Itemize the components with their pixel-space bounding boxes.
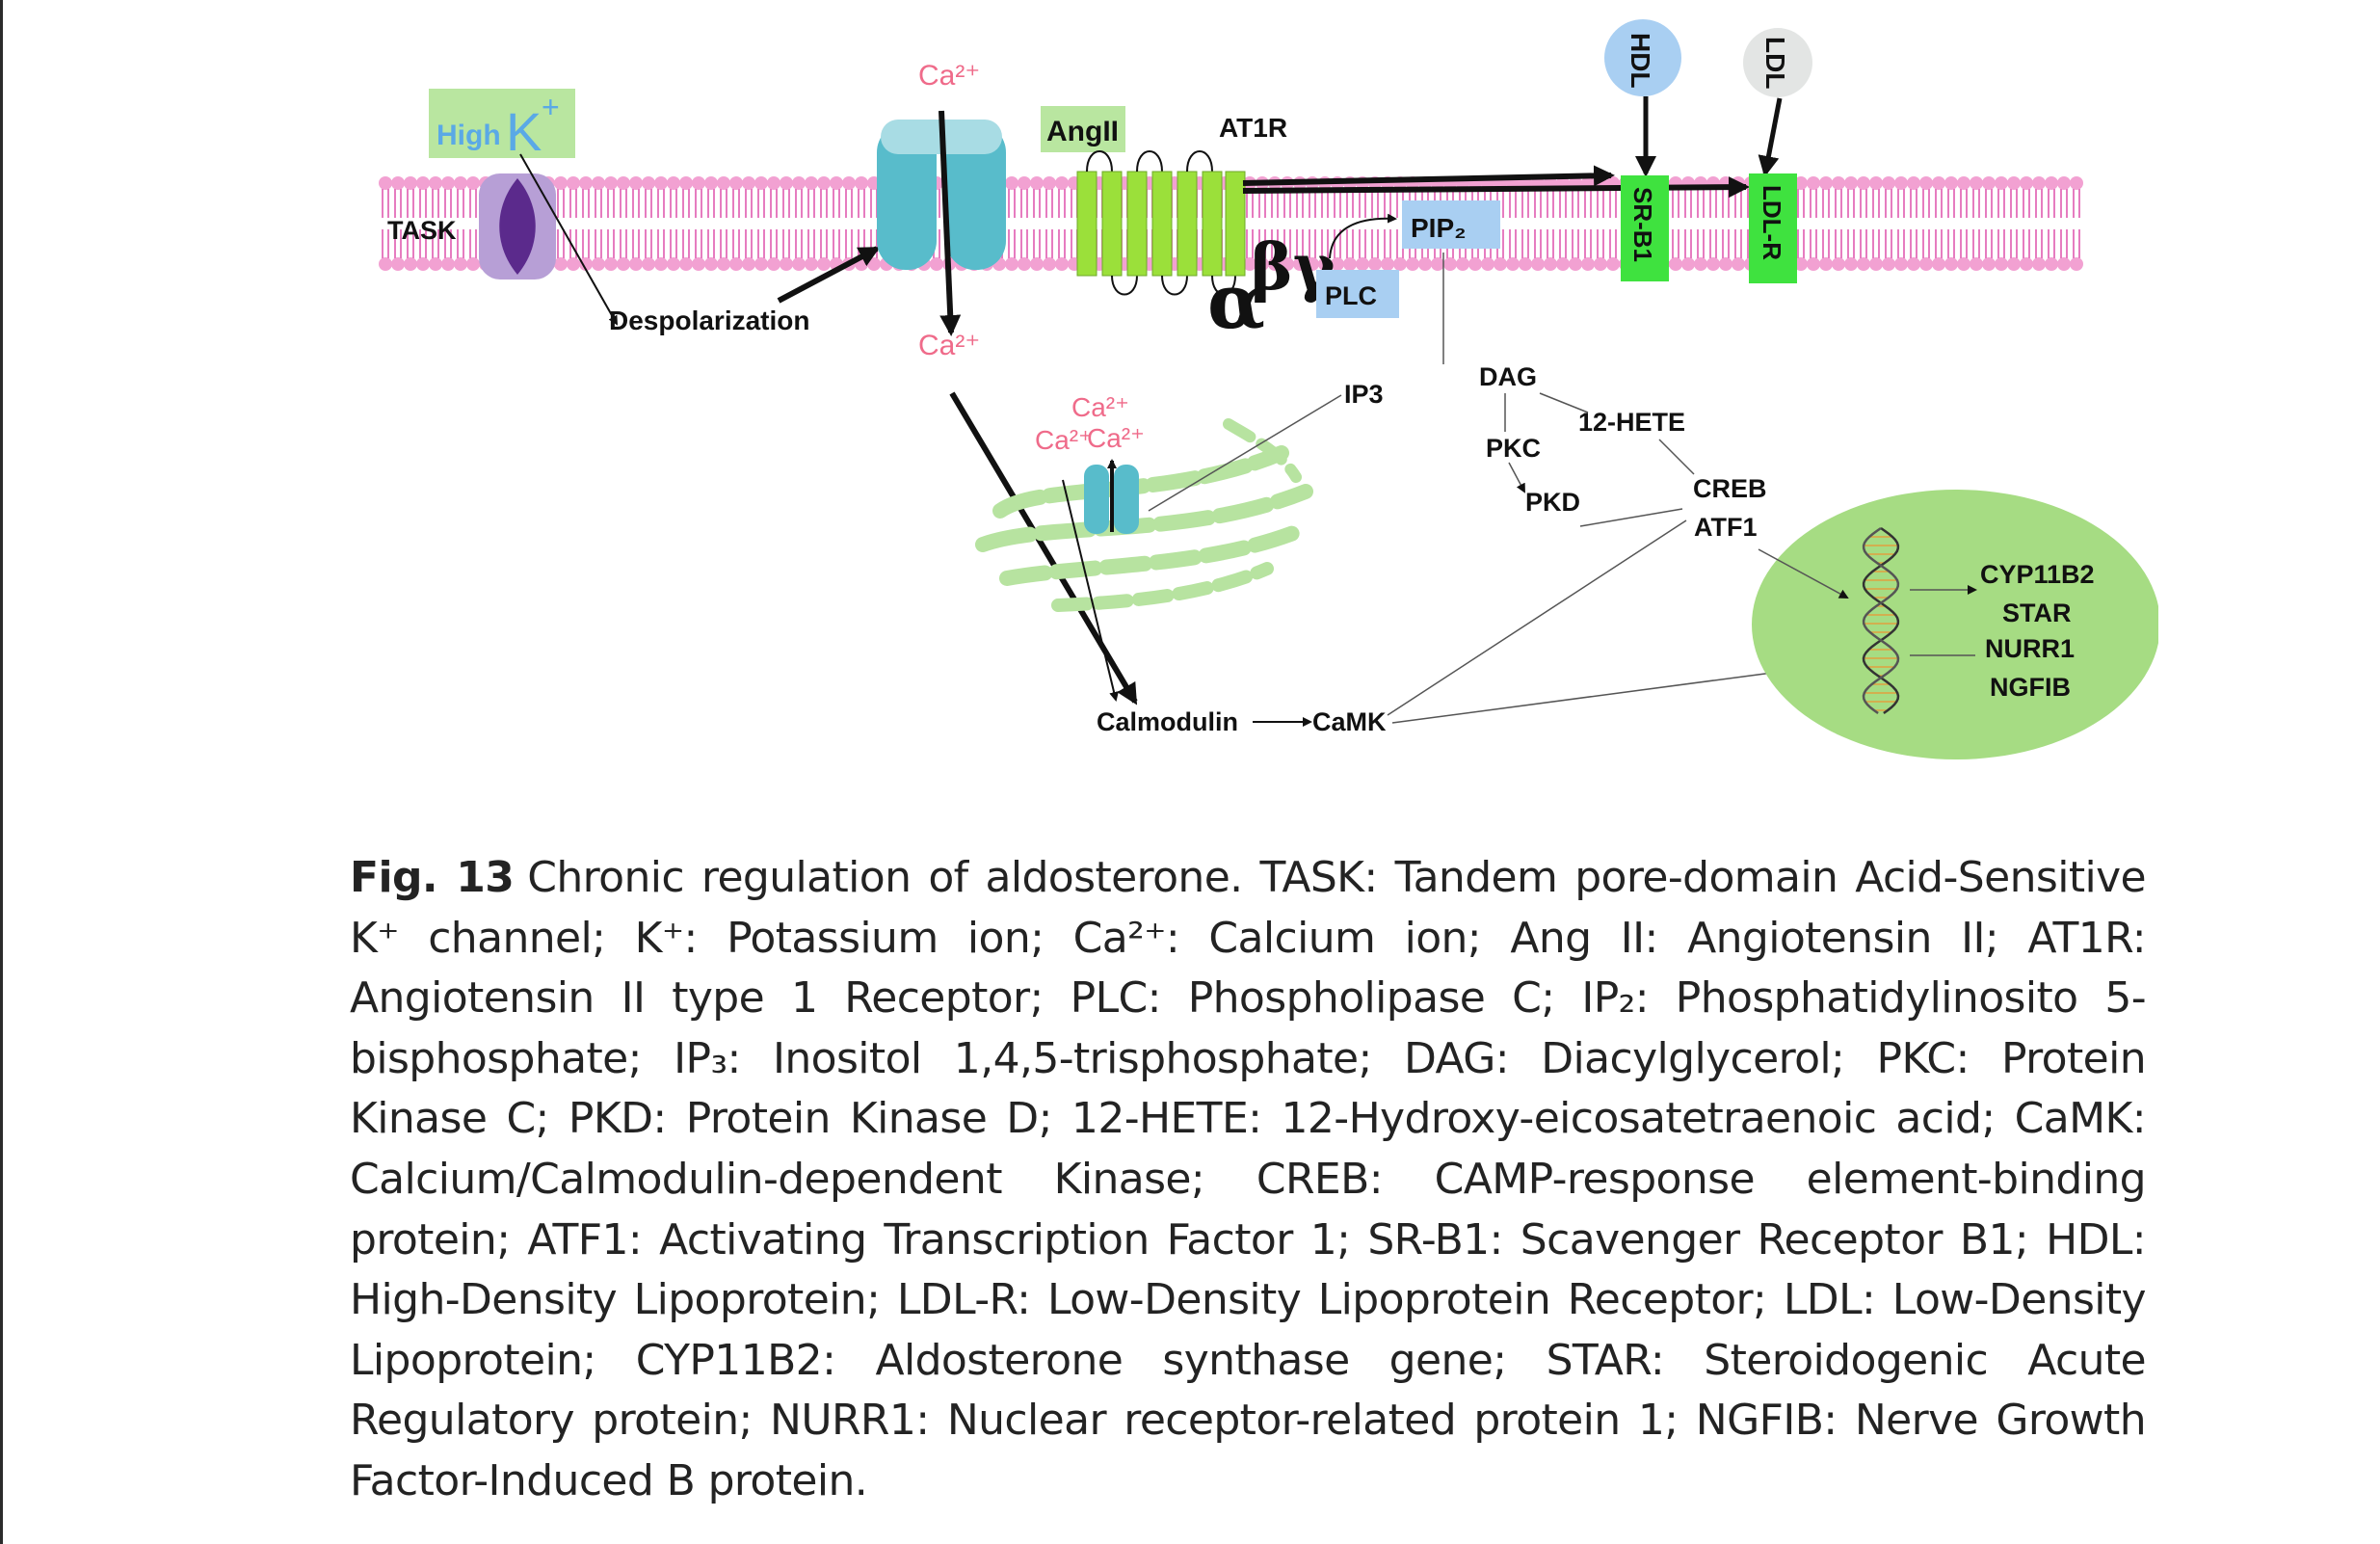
ldlr-label: LDL-R bbox=[1758, 185, 1786, 260]
pip2-label: PIP₂ bbox=[1411, 213, 1467, 243]
pip2-box: PIP₂ bbox=[1402, 200, 1500, 249]
camk-to-creb-line bbox=[1387, 519, 1687, 716]
plc-to-pip2-arrow bbox=[1329, 213, 1397, 259]
calmodulin-label: Calmodulin bbox=[1097, 707, 1238, 736]
plc-label: PLC bbox=[1325, 281, 1377, 310]
angii-label: AngII bbox=[1046, 116, 1119, 147]
target-gene-list: CYP11B2 STAR NURR1 NGFIB bbox=[1980, 560, 2095, 702]
hete-to-creb-line bbox=[1658, 439, 1695, 475]
intracellular-ca-label: Ca²⁺ bbox=[918, 330, 980, 361]
gene-cyp11b2: CYP11B2 bbox=[1980, 560, 2095, 589]
gene-star: STAR bbox=[2002, 599, 2072, 627]
page-left-border bbox=[0, 0, 3, 1544]
task-label: TASK bbox=[387, 216, 457, 245]
gene-ngfib: NGFIB bbox=[1990, 673, 2071, 702]
dag-label: DAG bbox=[1479, 362, 1537, 391]
ca-influx-arrow bbox=[939, 110, 962, 336]
g-alpha-subunit: α bbox=[1207, 258, 1265, 346]
er-ca-label-right: Ca²⁺ bbox=[1087, 423, 1145, 453]
atf1-label: ATF1 bbox=[1694, 513, 1758, 542]
er-ca-label-top: Ca²⁺ bbox=[1071, 392, 1129, 422]
task-to-depolarization-arrow bbox=[519, 153, 618, 326]
at1r-receptor bbox=[1076, 150, 1246, 296]
k-ion-charge: + bbox=[542, 90, 560, 124]
nucleus bbox=[1752, 490, 2158, 759]
pkd-to-creb-line bbox=[1579, 508, 1683, 527]
pkc-label: PKC bbox=[1486, 434, 1541, 463]
camk-label: CaMK bbox=[1312, 707, 1387, 736]
depolarization-label: Despolarization bbox=[609, 306, 809, 335]
er-calcium-channel bbox=[1084, 465, 1139, 534]
plc-box: PLC bbox=[1316, 270, 1399, 318]
ldl-particle: LDL bbox=[1743, 28, 1812, 97]
gene-nurr1: NURR1 bbox=[1985, 634, 2075, 663]
pkc-to-pkd-arrow bbox=[1508, 462, 1525, 493]
pkd-label: PKD bbox=[1525, 488, 1580, 517]
er-to-calmodulin-arrow bbox=[1062, 479, 1119, 702]
task-channel: TASK bbox=[387, 173, 556, 280]
creb-label: CREB bbox=[1693, 474, 1767, 503]
dag-to-hete-line bbox=[1539, 392, 1589, 413]
ldl-to-ldlr-arrow bbox=[1758, 97, 1783, 177]
hdl-label: HDL bbox=[1626, 33, 1655, 89]
hdl-particle: HDL bbox=[1604, 19, 1681, 96]
er-ca-label-left: Ca²⁺ bbox=[1035, 425, 1093, 455]
caption-text: Chronic regulation of aldosterone. TASK:… bbox=[350, 853, 2147, 1505]
k-ion-label: K bbox=[506, 101, 542, 162]
high-k-label: High bbox=[436, 120, 501, 151]
srb1-label: SR-B1 bbox=[1628, 187, 1657, 262]
hete-label: 12-HETE bbox=[1578, 408, 1685, 437]
extracellular-ca-label: Ca²⁺ bbox=[918, 60, 980, 92]
ip3-label: IP3 bbox=[1344, 380, 1384, 409]
ldl-label: LDL bbox=[1760, 37, 1790, 89]
ip3-to-er-line bbox=[1148, 394, 1342, 512]
srb1-receptor: SR-B1 bbox=[1621, 175, 1669, 281]
calcium-channel bbox=[877, 120, 1006, 270]
high-k-box: High K + bbox=[429, 89, 575, 162]
creb-to-dna-arrow bbox=[1758, 548, 1849, 599]
at1r-label: AT1R bbox=[1219, 113, 1287, 143]
depolarization-to-ca-channel-arrow bbox=[777, 246, 881, 304]
dna-helix-icon bbox=[1862, 526, 1900, 715]
angii-box: AngII bbox=[1041, 106, 1125, 152]
aldosterone-regulation-diagram: High K + TASK Despolarization Ca²⁺ Ca²⁺ … bbox=[357, 0, 2158, 800]
figure-label: Fig. 13 bbox=[350, 853, 515, 902]
at1r-to-srb1-arrow bbox=[1242, 165, 1615, 187]
at1r-to-ldlr-arrow bbox=[1242, 176, 1750, 199]
ldlr-receptor: LDL-R bbox=[1749, 173, 1797, 283]
